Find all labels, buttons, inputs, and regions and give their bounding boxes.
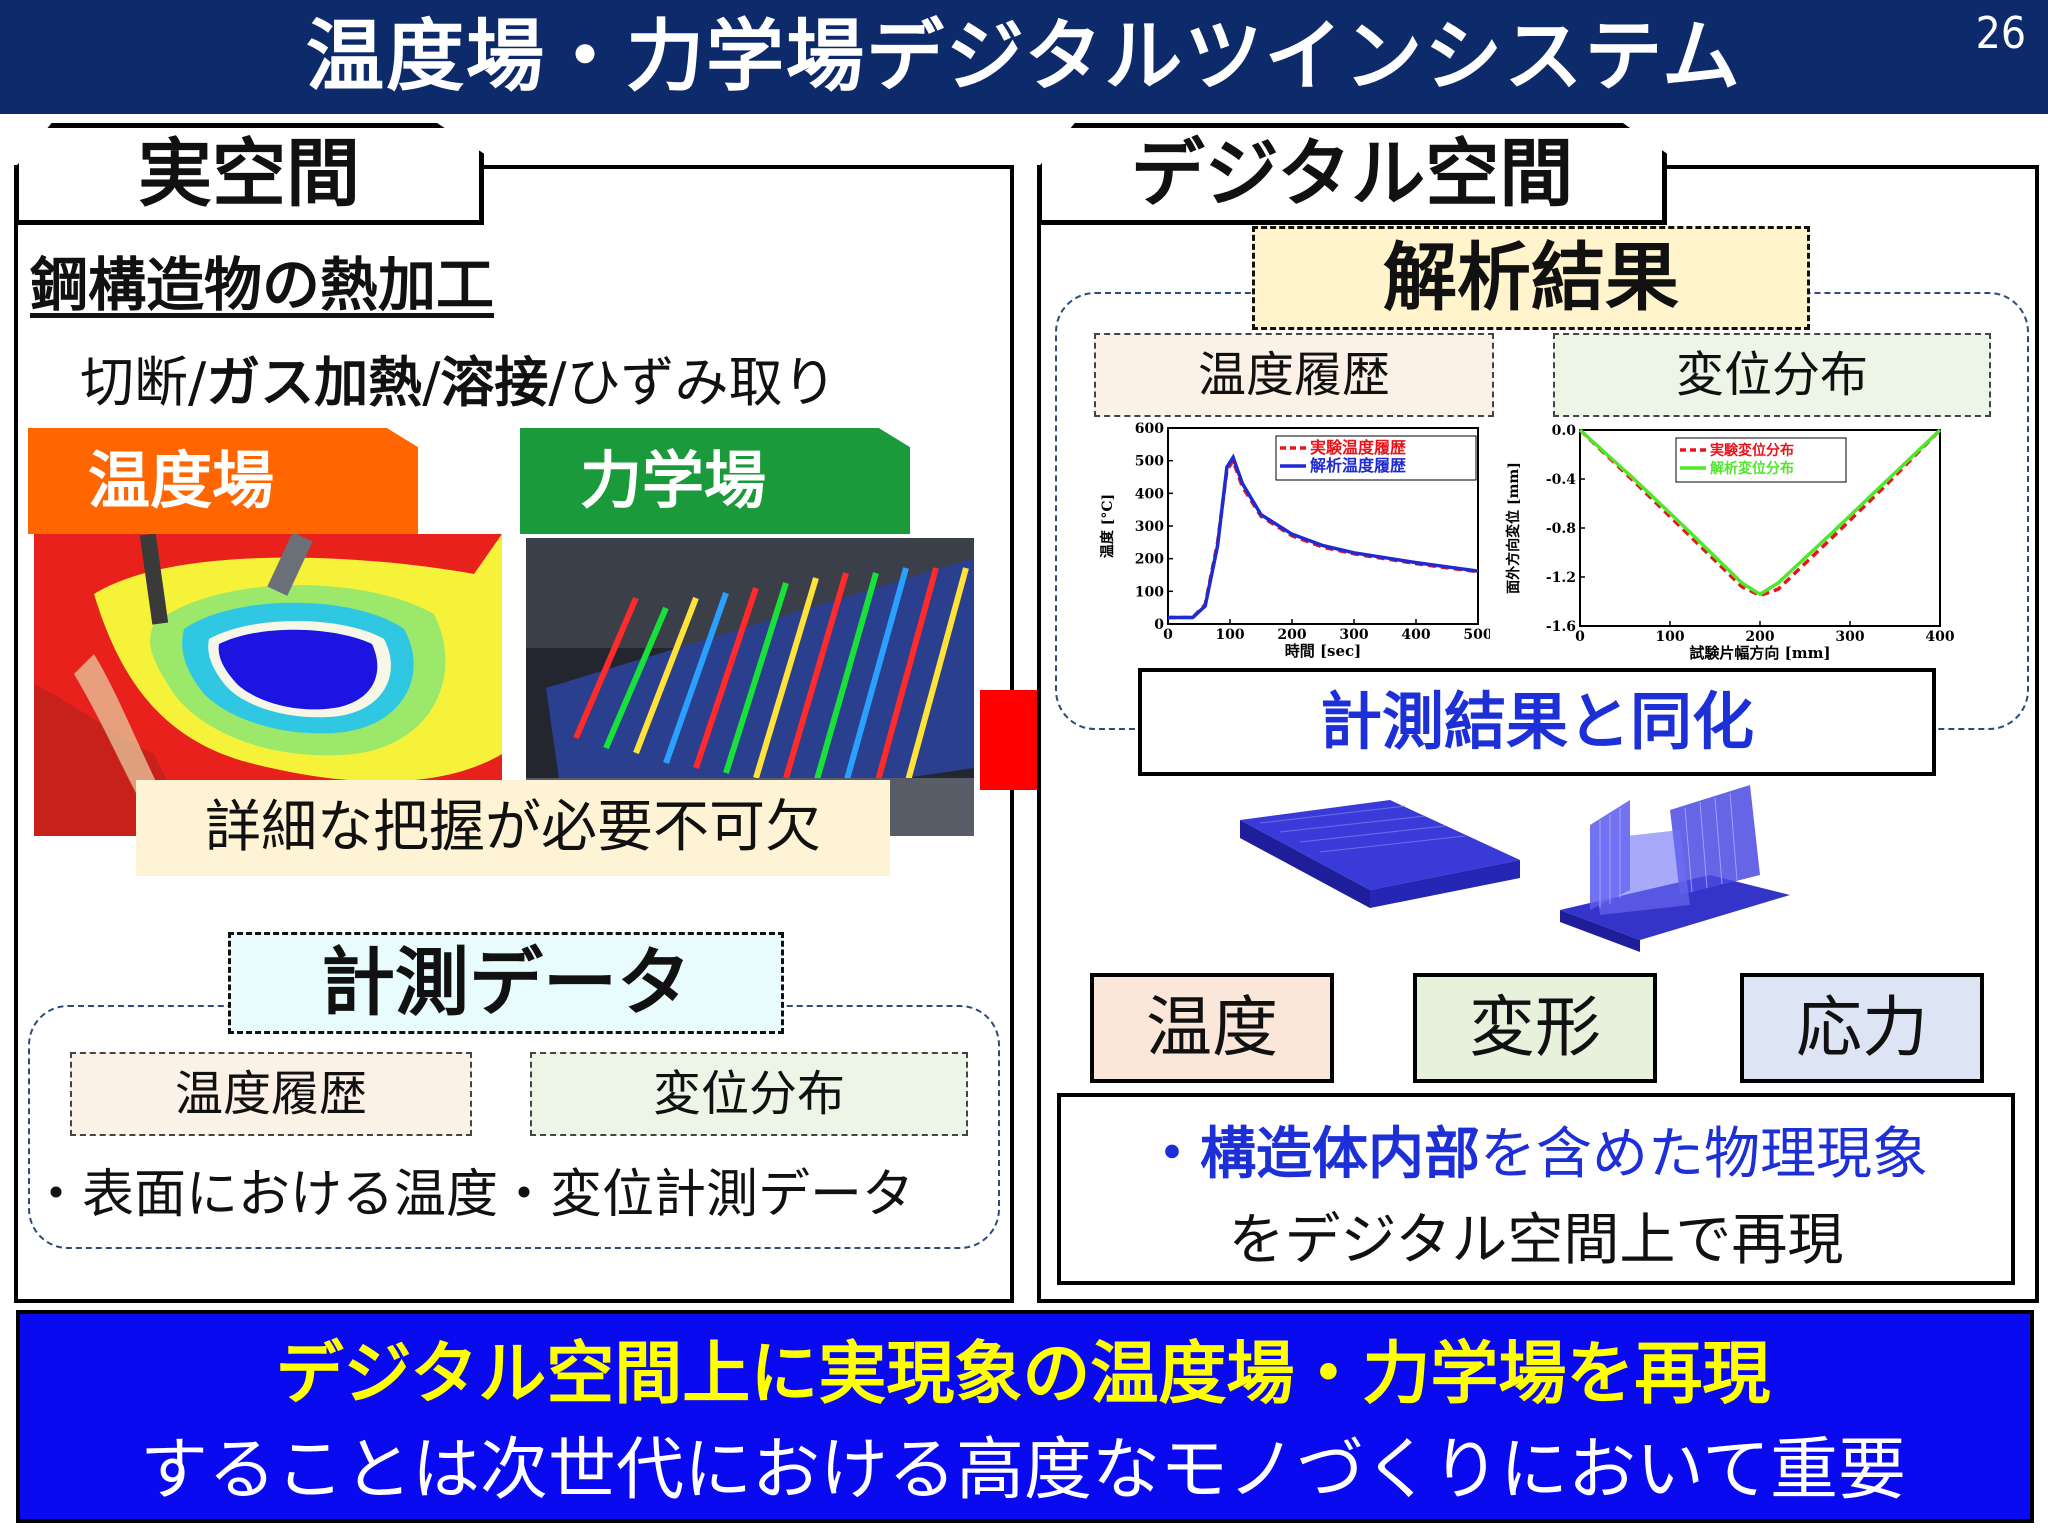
process-welding: 溶接 [440,351,549,414]
process-separator: / [422,351,441,414]
result-temperature: 温度 [1090,973,1334,1083]
legend-box [1675,437,1847,483]
conclusion-line-1: デジタル空間上に実現象の温度場・力学場を再現 [275,1335,1771,1414]
x-axis-label: 時間 [sec] [1285,642,1362,660]
x-tick-label: 200 [1745,629,1774,645]
analysis-temperature-history: 温度履歴 [1094,333,1494,417]
conclusion-banner [16,1310,2034,1523]
page-number: 26 [1975,8,2026,59]
x-tick-label: 400 [1925,629,1954,645]
result-deformation: 変形 [1413,973,1657,1083]
x-axis-label: 試験片幅方向 [mm] [1689,644,1830,660]
physics-rest-text: を含めた物理現象 [1480,1122,1928,1187]
y-tick-label: 200 [1135,552,1164,568]
fe-models-image [1240,785,1790,952]
legend-label: 解析温度履歴 [1310,456,1406,475]
title-bar [0,0,2048,114]
measured-temperature-history: 温度履歴 [70,1052,472,1136]
x-tick-label: 300 [1835,629,1864,645]
conclusion-line-2: することは次世代における高度なモノづくりにおいて重要 [140,1431,1906,1510]
physics-bullet: ・ [1144,1122,1200,1187]
y-axis-label: 面外方向変位 [mm] [1505,462,1522,594]
process-gas-heating: ガス加熱 [206,351,423,414]
y-tick-label: 300 [1135,519,1164,535]
measurement-data-title: 計測データ [228,932,784,1034]
analysis-displacement-distribution: 変位分布 [1553,333,1991,417]
x-tick-label: 500 [1463,627,1490,643]
y-tick-label: 400 [1135,486,1164,502]
y-tick-label: -1.2 [1546,570,1576,586]
digital-space-tab: デジタル空間 [1037,123,1667,225]
mechanical-field-banner: 力学場 [520,428,910,534]
x-tick-label: 300 [1339,627,1368,643]
requirement-note: 詳細な把握が必要不可欠 [136,780,890,876]
process-list: 切断/ガス加熱/溶接/ひずみ取り [80,338,837,417]
legend-label: 実験温度履歴 [1310,438,1406,457]
y-tick-label: 0 [1154,617,1164,633]
series-line-2 [1578,428,1942,597]
physics-line-2: をデジタル空間上で再現 [1228,1208,1844,1273]
result-stress: 応力 [1740,973,1984,1083]
y-tick-label: 100 [1135,584,1164,600]
series-line-2 [1168,453,1479,620]
y-axis-label: 温度 [°C] [1099,494,1116,558]
y-tick-label: 0.0 [1552,423,1577,439]
temperature-history-chart: 0 100 200 300 400 500 0 100 200 300 400 500 600 実験温度履… [1099,421,1490,660]
y-tick-label: -0.4 [1546,472,1576,488]
x-tick-label: 0 [1575,629,1585,645]
assimilation-box: 計測結果と同化 [1138,668,1936,776]
x-tick-label: 0 [1163,627,1173,643]
x-tick-label: 100 [1655,629,1684,645]
x-tick-label: 100 [1215,627,1244,643]
physics-line-1: ・構造体内部を含めた物理現象 [1061,1109,2011,1190]
temperature-field-banner: 温度場 [28,428,418,534]
x-tick-label: 400 [1401,627,1430,643]
measurement-note: ・表面における温度・変位計測データ [30,1165,915,1225]
legend-box [1275,435,1477,481]
y-tick-label: -1.6 [1546,619,1576,635]
process-straightening: /ひずみ取り [548,351,837,414]
y-tick-label: 600 [1135,421,1164,437]
process-cutting: 切断/ [80,351,207,414]
real-space-subtitle: 鋼構造物の熱加工 [30,251,495,319]
real-space-tab: 実空間 [14,123,484,225]
measured-displacement-distribution: 変位分布 [530,1052,968,1136]
legend-label: 解析変位分布 [1710,460,1794,477]
analysis-results-title: 解析結果 [1252,226,1810,330]
physics-reproduction-note: ・構造体内部を含めた物理現象 をデジタル空間上で再現 [1057,1093,2015,1285]
y-tick-label: -0.8 [1546,521,1576,537]
displacement-distribution-chart: 0 100 200 300 400 0.0 -0.4 -0.8 -1.2 -1.6 実験変位分布解析… [1505,423,1955,660]
physics-bold-text: 構造体内部 [1200,1122,1480,1187]
y-tick-label: 500 [1135,454,1164,470]
legend-label: 実験変位分布 [1710,442,1794,459]
x-tick-label: 200 [1277,627,1306,643]
slide-title: 温度場・力学場デジタルツインシステム [305,12,1743,102]
